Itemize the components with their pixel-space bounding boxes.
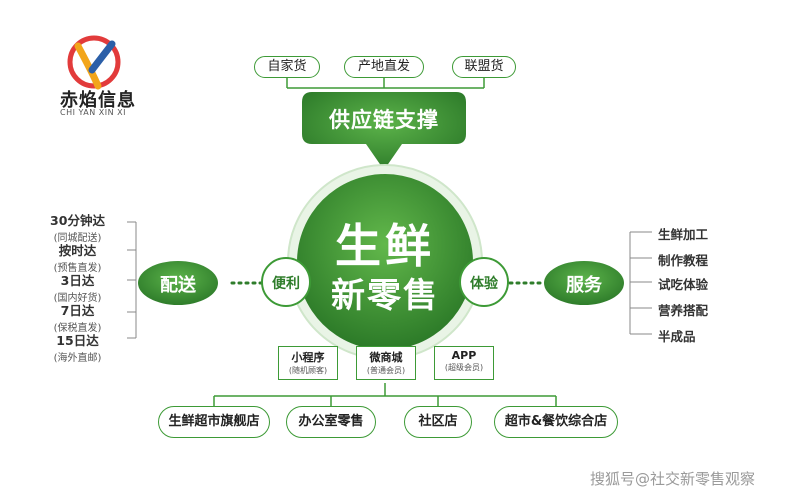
supply-label: 供应链支撑 bbox=[329, 108, 439, 132]
delivery-item-4: 15日达 (海外直邮) bbox=[30, 330, 125, 364]
watermark-text: 搜狐号@社交新零售观察 bbox=[590, 470, 756, 488]
delivery-list: 30分钟达 (同城配送) 按时达 (预售直发) 3日达 (国内好货) 7日达 (… bbox=[30, 210, 125, 364]
delivery-sub: (国内好货) bbox=[53, 293, 102, 304]
service-item-1: 制作教程 bbox=[658, 253, 709, 268]
logo-name-en: CHI YAN XIN XI bbox=[60, 108, 126, 117]
service-item-2: 试吃体验 bbox=[658, 277, 709, 292]
channel-sub: (超级会员) bbox=[444, 363, 484, 372]
service-item-0: 生鲜加工 bbox=[658, 227, 709, 242]
delivery-title: 7日达 bbox=[60, 303, 95, 318]
delivery-sub: (同城配送) bbox=[53, 233, 102, 244]
right-label-shape bbox=[544, 261, 624, 305]
right-hub-label: 体验 bbox=[470, 276, 498, 292]
left-label: 配送 bbox=[160, 275, 196, 296]
stores-connector bbox=[213, 383, 557, 406]
supply-source-1: 产地直发 bbox=[344, 56, 424, 78]
channel-box-1: 微商城 (普通会员) bbox=[356, 346, 416, 380]
right-hub-circle bbox=[459, 257, 509, 307]
delivery-sub: (保税直发) bbox=[53, 323, 102, 334]
store-0: 生鲜超市旗舰店 bbox=[158, 406, 270, 438]
delivery-item-1: 按时达 (预售直发) bbox=[30, 240, 125, 274]
service-item-4: 半成品 bbox=[658, 329, 696, 344]
delivery-sub: (海外直邮) bbox=[53, 353, 102, 364]
supply-connector bbox=[286, 78, 485, 89]
store-2: 社区店 bbox=[404, 406, 472, 438]
channel-title: APP bbox=[451, 349, 477, 362]
store-1: 办公室零售 bbox=[286, 406, 376, 438]
delivery-sub: (预售直发) bbox=[53, 263, 102, 274]
channel-sub: (普通会员) bbox=[366, 366, 406, 375]
channel-title: 微商城 bbox=[369, 351, 403, 364]
logo-name-cn: 赤焰信息 bbox=[60, 90, 136, 111]
center-title-line1: 生鲜 bbox=[335, 219, 435, 273]
center-circle bbox=[297, 174, 473, 350]
center-title-line2: 新零售 bbox=[331, 276, 439, 316]
store-3: 超市&餐饮综合店 bbox=[494, 406, 618, 438]
left-hub-circle bbox=[261, 257, 311, 307]
channel-sub: (随机顾客) bbox=[288, 366, 328, 375]
supply-banner-shape bbox=[302, 92, 466, 170]
delivery-item-2: 3日达 (国内好货) bbox=[30, 270, 125, 304]
channel-box-0: 小程序 (随机顾客) bbox=[278, 346, 338, 380]
delivery-item-0: 30分钟达 (同城配送) bbox=[30, 210, 125, 244]
delivery-title: 3日达 bbox=[60, 273, 95, 288]
supply-source-2: 联盟货 bbox=[452, 56, 516, 78]
channel-box-2: APP (超级会员) bbox=[434, 346, 494, 380]
service-item-3: 营养搭配 bbox=[658, 303, 709, 318]
supply-source-0: 自家货 bbox=[254, 56, 320, 78]
delivery-title: 按时达 bbox=[58, 243, 97, 258]
left-label-shape bbox=[138, 261, 218, 305]
left-bracket bbox=[127, 221, 137, 339]
logo-mark-shape bbox=[67, 35, 121, 90]
right-bracket bbox=[629, 231, 652, 335]
delivery-title: 15日达 bbox=[56, 333, 99, 348]
channel-title: 小程序 bbox=[291, 351, 325, 364]
delivery-item-3: 7日达 (保税直发) bbox=[30, 300, 125, 334]
delivery-title: 30分钟达 bbox=[50, 213, 105, 228]
left-hub-label: 便利 bbox=[272, 276, 300, 292]
right-label: 服务 bbox=[566, 275, 602, 296]
